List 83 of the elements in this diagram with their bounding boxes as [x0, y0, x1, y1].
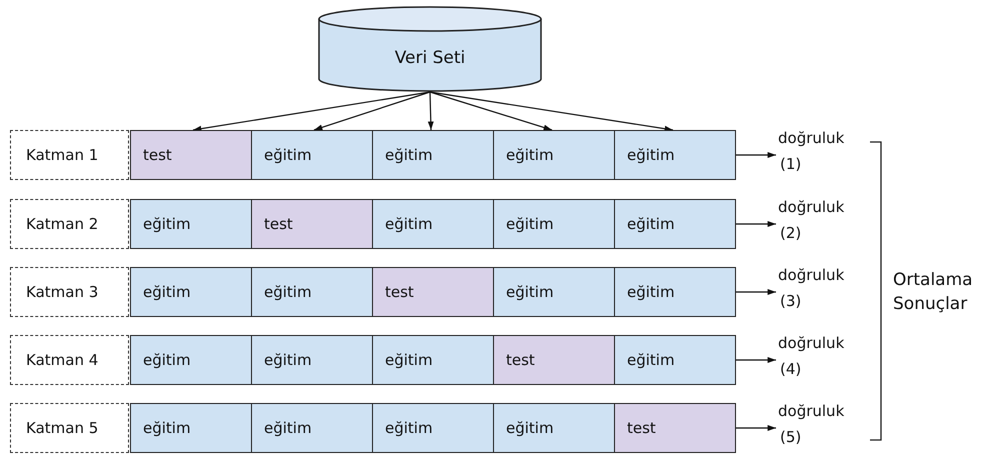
- training-segment: [372, 335, 494, 385]
- segment-label: eğitim: [385, 146, 433, 164]
- fold-name: Katman 2: [26, 215, 98, 233]
- training-segment: [372, 199, 494, 249]
- arrow: [430, 91, 552, 131]
- arrow: [736, 289, 776, 295]
- test-segment: [130, 130, 252, 180]
- segment-label: eğitim: [143, 215, 191, 233]
- segment-label: eğitim: [143, 419, 191, 437]
- accuracy-label: doğruluk: [778, 129, 844, 147]
- training-segment: [130, 267, 252, 317]
- arrow: [736, 152, 776, 158]
- training-segment: [251, 403, 373, 453]
- fold-label-box: [10, 335, 129, 385]
- segment-label: eğitim: [264, 283, 312, 301]
- test-segment: [251, 199, 373, 249]
- training-segment: [614, 199, 736, 249]
- fold-label-box: [10, 403, 129, 453]
- fold-number: (1): [780, 155, 802, 173]
- test-segment: [493, 335, 615, 385]
- fold-name: Katman 3: [26, 283, 98, 301]
- segment-label: test: [506, 351, 535, 369]
- segment-label: eğitim: [385, 215, 433, 233]
- accuracy-label: doğruluk: [778, 402, 844, 420]
- database-cylinder: [318, 6, 542, 92]
- accuracy-label: doğruluk: [778, 198, 844, 216]
- segment-label: eğitim: [264, 419, 312, 437]
- training-segment: [493, 130, 615, 180]
- bracket-label: Ortalama Sonuçlar: [893, 269, 974, 316]
- fold-label-box: [10, 199, 129, 249]
- segment-label: eğitim: [143, 351, 191, 369]
- training-segment: [251, 335, 373, 385]
- segment-label: eğitim: [627, 146, 675, 164]
- arrow: [736, 357, 776, 363]
- arrow: [736, 425, 776, 431]
- node-label: Veri Seti: [394, 48, 466, 68]
- accuracy-label: doğruluk: [778, 266, 844, 284]
- arrow: [428, 92, 434, 130]
- segment-label: eğitim: [143, 283, 191, 301]
- fold-label-box: [10, 267, 129, 317]
- training-segment: [251, 130, 373, 180]
- segment-label: eğitim: [506, 146, 554, 164]
- test-segment: [372, 267, 494, 317]
- fold-number: (5): [780, 428, 802, 446]
- segment-label: test: [627, 419, 656, 437]
- segment-label: eğitim: [506, 419, 554, 437]
- segment-label: test: [264, 215, 293, 233]
- arrow: [430, 91, 674, 132]
- training-segment: [614, 335, 736, 385]
- segment-label: eğitim: [506, 283, 554, 301]
- training-segment: [130, 335, 252, 385]
- fold-number: (2): [780, 224, 802, 242]
- training-segment: [372, 403, 494, 453]
- arrow: [314, 91, 430, 131]
- arrow: [736, 221, 776, 227]
- fold-name: Katman 5: [26, 419, 98, 437]
- fold-label-box: [10, 130, 129, 180]
- segment-label: eğitim: [506, 215, 554, 233]
- segment-label: eğitim: [264, 146, 312, 164]
- training-segment: [130, 403, 252, 453]
- training-segment: [493, 267, 615, 317]
- training-segment: [130, 199, 252, 249]
- accuracy-label: doğruluk: [778, 334, 844, 352]
- segment-label: test: [385, 283, 414, 301]
- training-segment: [614, 130, 736, 180]
- segment-label: eğitim: [385, 419, 433, 437]
- fold-number: (3): [780, 292, 802, 310]
- training-segment: [614, 267, 736, 317]
- segment-label: eğitim: [627, 351, 675, 369]
- segment-label: eğitim: [385, 351, 433, 369]
- segment-label: eğitim: [627, 215, 675, 233]
- training-segment: [251, 267, 373, 317]
- fold-number: (4): [780, 360, 802, 378]
- segment-label: eğitim: [264, 351, 312, 369]
- arrow: [192, 91, 430, 132]
- fold-name: Katman 4: [26, 351, 98, 369]
- fold-name: Katman 1: [26, 146, 98, 164]
- training-segment: [493, 403, 615, 453]
- training-segment: [493, 199, 615, 249]
- training-segment: [372, 130, 494, 180]
- segment-label: eğitim: [627, 283, 675, 301]
- test-segment: [614, 403, 736, 453]
- segment-label: test: [143, 146, 172, 164]
